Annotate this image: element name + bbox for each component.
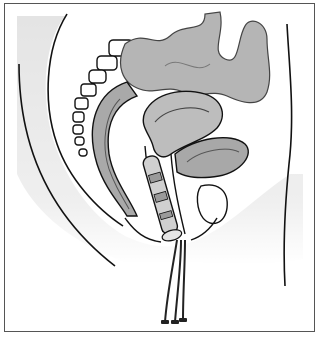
pelvis-diagram: [5, 4, 315, 332]
figure-frame: [4, 3, 315, 332]
rectum: [92, 82, 137, 216]
pubic-bone: [197, 185, 227, 223]
intestine: [121, 12, 270, 103]
